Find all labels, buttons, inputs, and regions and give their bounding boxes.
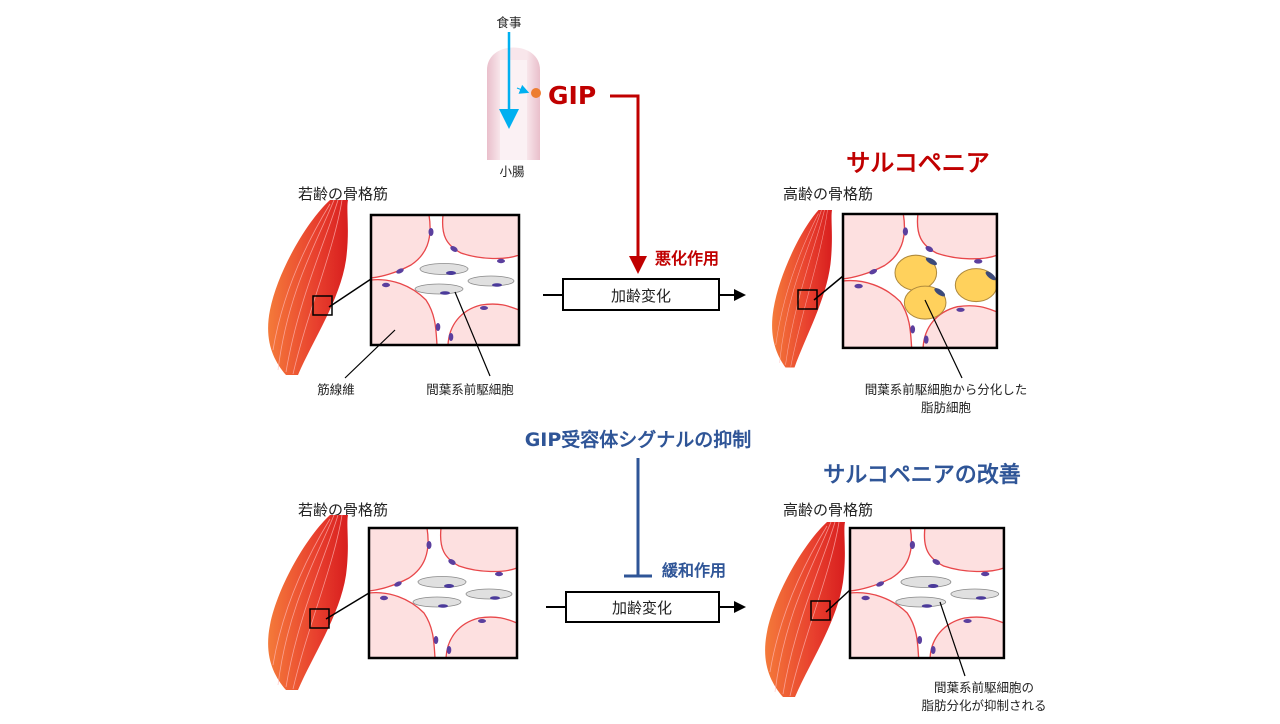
muscle-fiber-label: 筋線維 [317,382,355,397]
fiber-pointer [344,329,396,379]
old-muscle-label: 高齢の骨格筋 [783,185,873,203]
result-pointer [939,601,966,677]
zoom-line [325,592,370,620]
old-muscle-icon [764,521,846,698]
young-muscle-label: 若齢の骨格筋 [298,185,388,203]
old-cell-box-bottom [848,526,1006,660]
gip-dot-icon [531,88,541,98]
zoom-square [309,608,330,629]
zoom-line [328,278,372,308]
progenitor-label: 間葉系前駆細胞 [426,382,514,397]
zoom-square [797,289,818,310]
improvement-title: サルコペニアの改善 [823,462,1021,488]
aging-box-bottom [565,591,720,623]
zoom-line [813,275,844,301]
aging-label: 加齢変化 [611,287,671,305]
inhibition-title: GIP受容体シグナルの抑制 [525,428,752,451]
zoom-square [810,600,831,621]
meal-label: 食事 [496,15,521,30]
mitigation-label: 緩和作用 [662,561,726,580]
muscle-icon [267,514,349,691]
old-cell-box [841,212,999,350]
young-cell-box-bottom [367,526,519,660]
adipocyte-label-2: 脂肪細胞 [921,400,972,415]
secretion-arrow [516,84,530,94]
result-label-2: 脂肪分化が抑制される [921,698,1046,713]
sarcopenia-title: サルコペニア [846,149,990,177]
aging-label-bottom: 加齢変化 [612,599,672,617]
small-intestine-label: 小腸 [499,164,525,179]
aging-box [562,278,720,311]
zoom-line [825,589,851,613]
old-muscle-label-bottom: 高齢の骨格筋 [783,501,873,519]
adipocyte-pointer [924,299,963,379]
result-label-1: 間葉系前駆細胞の [934,680,1034,695]
intestine-lumen [500,60,527,160]
young-cell-box [369,213,521,347]
old-muscle-icon [771,209,833,368]
adipocyte-label-1: 間葉系前駆細胞から分化した [865,382,1028,397]
progenitor-pointer [454,291,491,377]
worsening-label: 悪化作用 [655,249,719,268]
gip-label: GIP [548,81,596,110]
young-muscle-label-bottom: 若齢の骨格筋 [298,501,388,519]
muscle-icon [267,199,349,376]
gip-arrow [610,94,647,274]
